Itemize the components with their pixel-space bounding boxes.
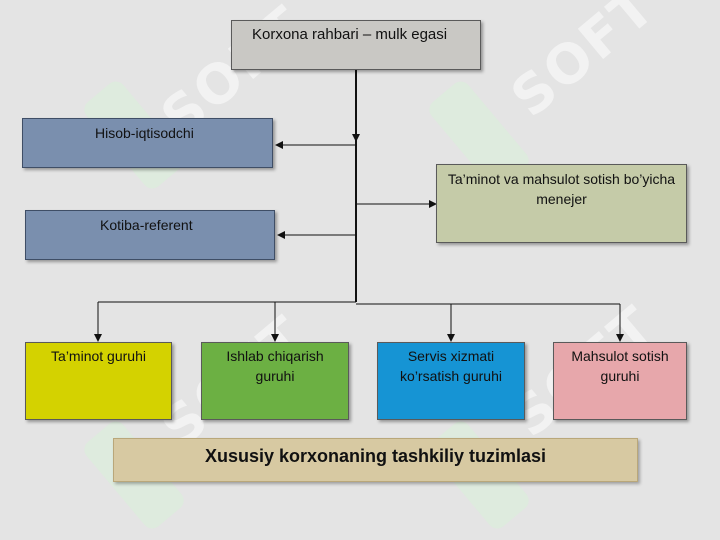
node-secretary: Kotiba-referent <box>25 210 275 260</box>
node-owner-head-label: Korxona rahbari – mulk egasi <box>252 26 448 43</box>
node-production-group-label-line2: guruhi <box>255 368 295 384</box>
node-sales-group-label-line1: Mahsulot sotish <box>571 348 669 364</box>
node-secretary-label: Kotiba-referent <box>100 217 193 233</box>
node-owner-head: Korxona rahbari – mulk egasi <box>231 20 481 70</box>
node-service-group-label-line1: Servis xizmati <box>407 348 495 364</box>
node-production-group: Ishlab chiqarish guruhi <box>201 342 349 420</box>
node-service-group: Servis xizmati ko’rsatish guruhi <box>377 342 525 420</box>
node-supply-group: Ta’minot guruhi <box>25 342 172 420</box>
node-production-group-label-line1: Ishlab chiqarish <box>226 348 324 364</box>
node-sales-group: Mahsulot sotish guruhi <box>553 342 687 420</box>
node-economist: Hisob-iqtisodchi <box>22 118 273 168</box>
node-economist-label: Hisob-iqtisodchi <box>95 125 194 141</box>
node-supply-group-label: Ta’minot guruhi <box>51 348 146 364</box>
node-supply-sales-manager: Ta’minot va mahsulot sotish bo’yicha men… <box>436 164 687 243</box>
node-sales-group-label-line2: guruhi <box>600 368 640 384</box>
node-manager-label-line1: Ta’minot va mahsulot sotish bo’yicha <box>447 171 676 187</box>
node-service-group-label-line2: ko’rsatish guruhi <box>400 368 502 384</box>
node-manager-label-line2: menejer <box>536 191 587 207</box>
diagram-title: Xususiy korxonaning tashkiliy tuzimlasi <box>113 438 638 482</box>
